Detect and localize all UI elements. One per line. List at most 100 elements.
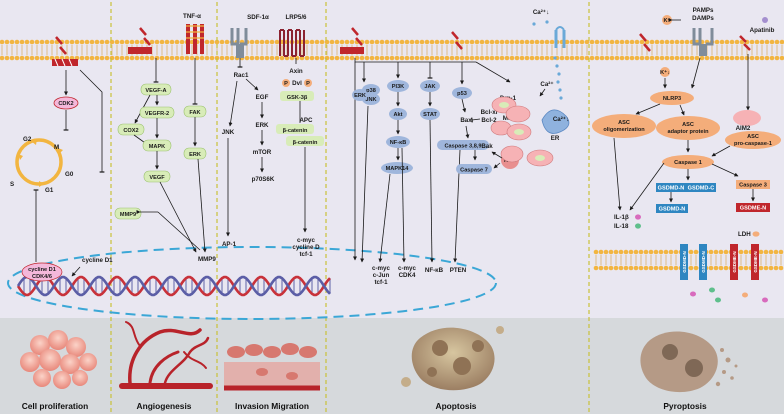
- cycline-d1-label: cycline D1: [82, 257, 113, 264]
- bcat1-label: β-catenin: [283, 128, 308, 134]
- pore-gsdmd-1: [680, 244, 688, 280]
- casp389-label: Caspase 3,8,9: [444, 144, 481, 150]
- casp7-label: Caspase 7: [460, 168, 488, 174]
- mtor-label: mTOR: [253, 149, 272, 156]
- jak-label: JAK: [424, 84, 435, 90]
- sdf-label: SDF-1α: [247, 14, 269, 21]
- casp3-label: Caspase 3: [739, 183, 767, 189]
- bak-label: Bak: [481, 143, 493, 150]
- mmp9-right-label: MMP9: [198, 256, 216, 263]
- casp1-label: Caspase 1: [674, 160, 702, 166]
- pore4-label: GSDME-N: [753, 251, 758, 272]
- il1b-label: IL-1β: [614, 214, 629, 221]
- gsk-node: [280, 91, 314, 101]
- broken-receptor-icon-2: [128, 27, 152, 54]
- casp3-box: [736, 180, 770, 189]
- tnf-receptor-icon: [186, 24, 204, 54]
- inv-out3: tcf-1: [299, 251, 313, 258]
- pore-gsdme-2: [751, 244, 759, 280]
- tnf-label: TNF-α: [183, 13, 201, 20]
- vegfa-node: [140, 83, 172, 96]
- pore3-label: GSDME-N: [732, 251, 737, 272]
- jnk-label-apo: JNK: [365, 97, 376, 103]
- phospho-circle-1: [282, 79, 290, 87]
- gsdmd-n-label: GSDMD-N: [658, 186, 685, 192]
- k-ion-top: [662, 15, 672, 25]
- mito-cristae: [499, 102, 545, 161]
- sdf-receptor-icon: [230, 28, 248, 58]
- apo-out-b2: CDK4: [399, 272, 416, 279]
- asc-olig-1: ASC: [618, 120, 630, 126]
- vegf-label: VEGF: [149, 175, 165, 181]
- footer-cell-proliferation: Cell proliferation: [22, 401, 89, 411]
- mapk14-label: MAPK14: [386, 166, 410, 172]
- bcat2-label: β-catenin: [293, 140, 318, 146]
- ca-top-label: Ca²⁺↓: [533, 9, 549, 16]
- bcl2-label: Bcl-2: [481, 117, 497, 124]
- footer-pyroptosis: Pyroptosis: [663, 401, 707, 411]
- cell-cluster-illustration: [20, 330, 97, 389]
- er-organelle: [541, 109, 570, 134]
- broken-receptor-icon-5: [639, 33, 651, 52]
- footer-angiogenesis: Angiogenesis: [137, 401, 192, 411]
- lrp-label: LRP5/6: [286, 14, 308, 21]
- er-label: ER: [551, 135, 560, 142]
- apo-out-a2: c-Jun: [373, 272, 390, 279]
- cdk2-node: [53, 96, 79, 110]
- pore1-label: GSDMD-N: [682, 251, 687, 273]
- asc-pro-node: [725, 131, 781, 149]
- pyroptosis-panel: K⁺ PAMPs DAMPs Apatinib K⁺↓ NLRP3 ASC ol…: [592, 7, 781, 303]
- mapk-label: MAPK: [149, 144, 165, 150]
- akt-node: [389, 108, 407, 120]
- asc-adapt-2: adaptor protein: [667, 129, 709, 135]
- mapk14-node: [381, 162, 413, 174]
- calcium-ion-dots: [532, 20, 563, 100]
- asc-pro-2: pro-caspase-1: [734, 141, 772, 147]
- il1b-dot: [635, 214, 641, 220]
- footer-apoptosis: Apoptosis: [436, 401, 477, 411]
- vegfa-label: VEGF-A: [145, 88, 166, 94]
- apo-out-a3: tcf-1: [374, 279, 388, 286]
- invasion-migration-panel: SDF-1α LRP5/6 Rac1 JNK AP-1 EGF ERK mTOR…: [222, 14, 324, 258]
- bax-label: Bax: [460, 117, 472, 124]
- pore-gsdme-1: [730, 244, 738, 280]
- broken-receptor-icon: [52, 36, 78, 67]
- calcium-channel-icon: [554, 26, 566, 48]
- p70-label: p70S6K: [252, 176, 275, 183]
- damps-label: DAMPs: [692, 15, 714, 22]
- apoptosis-panel: p38 JNK ERK PI3K Akt NF-κB MAPK14 JAK ST…: [340, 9, 570, 286]
- dna-helix: [16, 275, 331, 297]
- pyroptotic-cells-illustration: [640, 331, 738, 393]
- nfkb-label: NF-κB: [390, 140, 406, 146]
- fak-label: FAK: [189, 110, 200, 116]
- ldh-dot: [752, 231, 760, 237]
- ldh-label: LDH: [738, 231, 751, 238]
- pamps-label: PAMPs: [693, 7, 714, 14]
- prr-receptor-icon: [692, 28, 714, 56]
- p2-label: P: [306, 81, 310, 87]
- pore2-label: GSDMD-N: [701, 251, 706, 273]
- lrp-receptor-icon: [279, 29, 305, 57]
- akt-label: Akt: [393, 112, 402, 118]
- asc-pro-1: ASC: [747, 134, 759, 140]
- ca-mid-label: Ca²⁺: [540, 81, 553, 88]
- asc-olig-node: [592, 114, 656, 138]
- gsdmd-n-box: [656, 183, 686, 192]
- phospho-circle-2: [304, 79, 312, 87]
- complex-line2: CDK4/6: [32, 274, 52, 280]
- nucleus-outline: [7, 246, 497, 320]
- p53-node: [452, 87, 472, 99]
- nfkb-node: [386, 136, 410, 148]
- g0-label: G0: [65, 171, 74, 178]
- nlrp3-label: NLRP3: [663, 96, 681, 102]
- cdk2-label: CDK2: [58, 101, 73, 107]
- angiogenesis-panel: TNF-α VEGF-A VEGFR-2 COX2 MAPK VEGF FAK …: [114, 13, 216, 263]
- jak-node: [420, 80, 440, 92]
- casp389-node: [437, 140, 489, 150]
- inv-out1: c-myc: [297, 237, 315, 244]
- panel-dividers: [110, 2, 590, 414]
- p53-label: p53: [457, 91, 467, 97]
- cell-proliferation-panel: CDK2 G2 M G0 G1 S cycline D1 cycline D1 …: [10, 36, 113, 282]
- gsdme-box: [736, 203, 770, 212]
